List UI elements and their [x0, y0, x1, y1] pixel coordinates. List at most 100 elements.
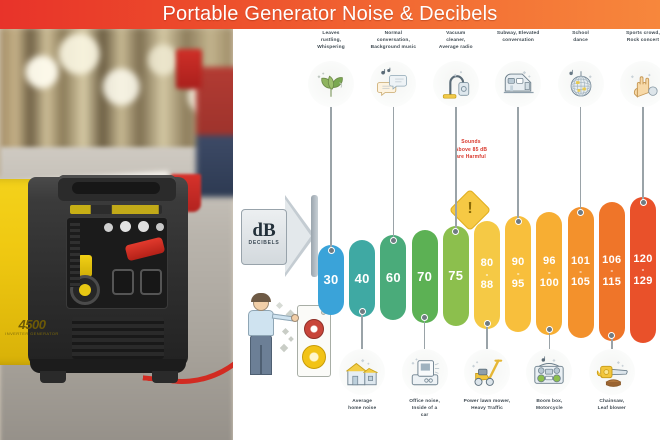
- disco-ball-icon: [564, 67, 598, 106]
- db-value-high: 115: [602, 275, 622, 288]
- speaker-driver-bottom-icon: [302, 345, 326, 369]
- db-value-high: 100: [539, 277, 560, 290]
- db-capsule[interactable]: 101-105: [567, 206, 594, 338]
- boombox-icon: [532, 355, 566, 394]
- db-value-low: 30: [323, 271, 339, 287]
- db-value-low: 106: [602, 253, 622, 266]
- db-capsule[interactable]: 106-115: [598, 202, 625, 341]
- db-value-low: 96: [542, 255, 556, 268]
- db-capsule[interactable]: 70: [411, 230, 438, 324]
- connector-stem: [392, 93, 395, 242]
- generator-model-label: 4500: [18, 317, 46, 332]
- house-icon-circle: [339, 349, 386, 395]
- connector-node: [327, 246, 335, 254]
- disco-ball-icon-circle: [557, 61, 604, 107]
- sound-wave-icon-2: [288, 336, 294, 342]
- db-capsule[interactable]: 96-100: [536, 211, 563, 335]
- megaphone-rim: [311, 195, 318, 277]
- db-capsule[interactable]: 90-95: [505, 216, 532, 332]
- db-value-high: 95: [511, 278, 525, 291]
- db-value-low: 90: [511, 256, 525, 269]
- decibel-abbreviation: dB: [252, 220, 276, 241]
- printer-icon: [408, 355, 442, 394]
- connector-node: [577, 208, 585, 216]
- db-value-low: 80: [480, 257, 494, 270]
- db-capsule[interactable]: 75: [442, 225, 469, 327]
- db-value-low: 70: [417, 269, 433, 285]
- top-source-label: Sports crowd,Rock concert: [626, 31, 660, 43]
- db-value-low: 40: [354, 270, 370, 286]
- leaves-icon: [314, 67, 348, 106]
- connector-node: [608, 331, 616, 339]
- person-leg-divider: [260, 345, 262, 375]
- connector-node: [545, 325, 553, 333]
- speaker-driver-top-icon: [304, 319, 324, 339]
- generator-yellow-switch: [78, 255, 92, 277]
- generator-dial-center: [79, 284, 91, 296]
- generator-handle-grip: [72, 182, 160, 194]
- decibel-word: DECIBELS: [248, 240, 280, 246]
- person-with-speaker-illustration: [239, 293, 339, 393]
- connector-stem: [517, 93, 519, 223]
- generator-base: [30, 359, 186, 373]
- generator-side-vent: [70, 223, 80, 287]
- db-capsule[interactable]: 80-88: [474, 221, 500, 330]
- bottom-source-label: Power lawn mower,Heavy Traffic: [463, 399, 511, 411]
- decibel-megaphone-icon: dB DECIBELS: [241, 195, 319, 277]
- generator-knob-2: [120, 221, 131, 232]
- photo-red-cup-top: [176, 49, 202, 89]
- connector-stem: [486, 323, 488, 349]
- connector-stem: [548, 328, 551, 349]
- generator-photo: 4500 INVERTER GENERATOR: [0, 27, 233, 440]
- chainsaw-icon-circle: [588, 349, 635, 395]
- connector-node: [639, 199, 647, 207]
- db-capsule[interactable]: 120-129: [630, 197, 656, 344]
- connector-stem: [455, 93, 457, 232]
- connector-node: [389, 237, 397, 245]
- leaves-icon-circle: [308, 61, 354, 107]
- db-capsule[interactable]: 30: [318, 244, 344, 315]
- connector-node: [514, 218, 522, 226]
- boombox-icon-circle: [526, 349, 573, 395]
- generator-vent-grille: [72, 317, 164, 359]
- warning-exclamation-icon: !: [467, 200, 473, 217]
- person-hair: [251, 293, 271, 302]
- db-value-high: 105: [570, 276, 591, 289]
- db-range-dash: -: [516, 268, 520, 278]
- db-range-dash: -: [610, 266, 614, 276]
- generator-foot-left: [40, 371, 66, 383]
- db-range-dash: -: [641, 265, 645, 275]
- lawn-mower-icon: [470, 355, 504, 394]
- connector-node: [421, 314, 429, 322]
- connector-node: [452, 227, 460, 235]
- generator-knob-1: [104, 223, 113, 232]
- connector-node: [483, 320, 491, 328]
- db-range-dash: -: [579, 267, 582, 277]
- title-bar: Portable Generator Noise & Decibels: [0, 0, 660, 29]
- generator-outlet-right: [140, 269, 162, 295]
- db-value-low: 60: [385, 269, 401, 285]
- db-value-low: 101: [570, 254, 591, 267]
- sound-wave-icon-3: [279, 343, 289, 353]
- connector-stem: [423, 317, 426, 349]
- megaphone-horn-inner: [285, 199, 311, 273]
- generator-model-sublabel: INVERTER GENERATOR: [5, 331, 59, 336]
- generator-knob-4: [156, 223, 164, 231]
- subway-train-icon: [501, 67, 535, 106]
- db-value-high: 88: [480, 279, 494, 292]
- speech-bubbles-icon: [376, 67, 410, 106]
- bottom-source-label: Chainsaw,Leaf blower: [597, 399, 626, 411]
- lawn-mower-icon-circle: [464, 349, 510, 395]
- db-value-high: 129: [633, 274, 653, 287]
- house-icon: [345, 355, 379, 394]
- db-capsule[interactable]: 60: [380, 235, 407, 321]
- rock-hand-icon: [626, 67, 660, 106]
- db-capsule[interactable]: 40: [349, 239, 376, 318]
